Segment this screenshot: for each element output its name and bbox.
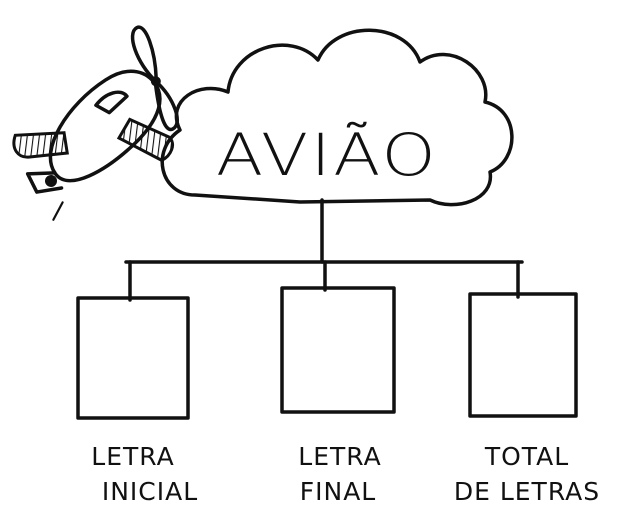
box-total-label-line1: TOTAL [484,442,569,471]
airplane-icon [12,25,179,221]
box-initial-label-line1: LETRA [91,442,174,471]
box-total-label-line2: DE LETRAS [454,477,600,506]
box-initial-letter[interactable] [76,296,190,420]
box-total-letters[interactable] [468,292,578,418]
cloud-word: AVIÃO [216,121,438,189]
box-final-label-line1: LETRA [298,442,381,471]
box-initial-label-line2: INICIAL [102,477,198,506]
box-final-label-line2: FINAL [300,477,376,506]
connector-lines [124,198,524,302]
box-final-letter[interactable] [280,286,396,414]
